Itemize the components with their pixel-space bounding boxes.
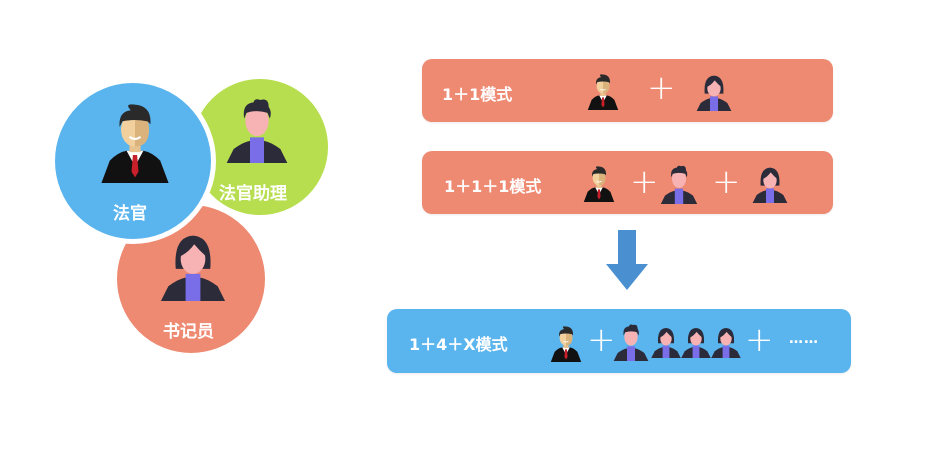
female-staff-icon [750, 161, 790, 205]
arrow-down-icon [606, 230, 648, 290]
plus-icon: + [647, 68, 676, 108]
judge-icon [584, 69, 622, 113]
female-staff-icon [156, 227, 230, 301]
judge-icon [93, 99, 177, 183]
mode-1-plus-1-bar: 1＋1模式 + [422, 59, 833, 122]
mode-label: 1＋1＋1模式 [444, 177, 542, 196]
clerk-label: 书记员 [163, 322, 214, 342]
judge-icon [547, 321, 585, 365]
male-staff-icon [658, 161, 700, 205]
mode-1-plus-1-plus-1-bar: 1＋1＋1模式 + + [422, 151, 833, 214]
plus-icon: + [745, 320, 774, 360]
mode-label: 1＋1模式 [442, 85, 513, 104]
female-staff-icon [679, 319, 713, 363]
female-staff-icon [694, 69, 734, 113]
male-staff-icon [222, 93, 292, 163]
mode-label: 1＋4＋X模式 [409, 335, 508, 354]
judge-circle: 法官 [50, 78, 216, 244]
judge-icon [580, 161, 618, 205]
judge-label: 法官 [113, 204, 147, 224]
female-staff-icon [709, 319, 743, 363]
ellipsis-more: …… [789, 331, 819, 347]
male-staff-icon [611, 319, 651, 363]
plus-icon: + [712, 162, 741, 202]
plus-icon: + [630, 162, 659, 202]
plus-icon: + [587, 320, 616, 360]
female-staff-icon [649, 319, 683, 363]
assistant-label: 法官助理 [219, 184, 287, 204]
mode-1-plus-4-plus-x-bar: 1＋4＋X模式 + + …… [387, 309, 851, 373]
